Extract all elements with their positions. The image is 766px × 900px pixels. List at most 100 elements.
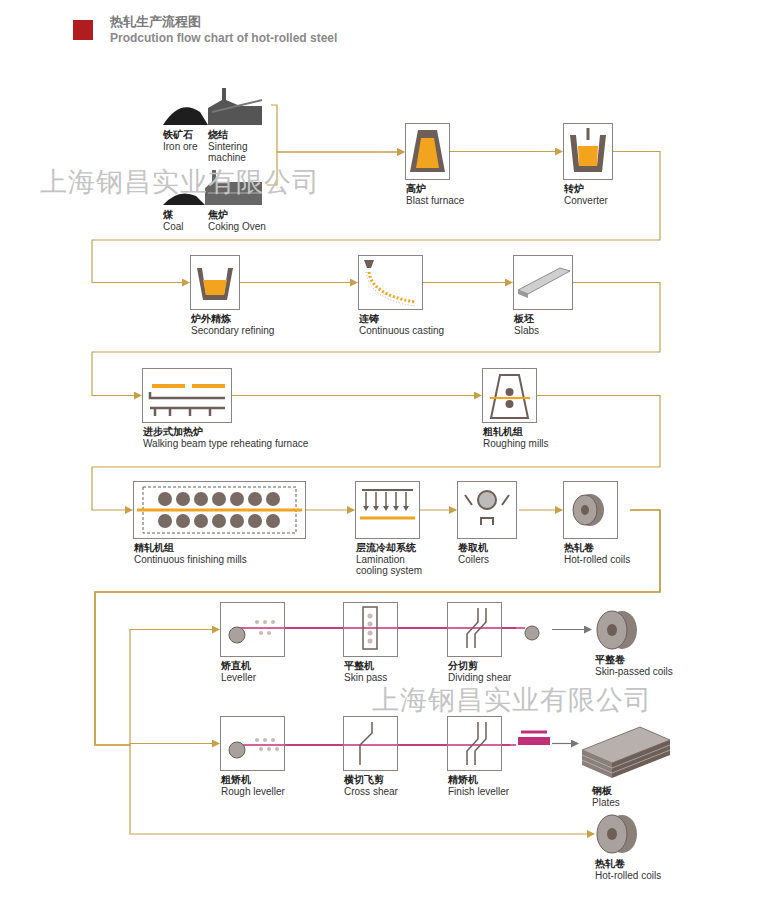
process-figure: 热轧卷Hot-rolled coils <box>595 814 639 854</box>
connector <box>271 105 404 152</box>
process-box: 进步式加热炉Walking beam type reheating furnac… <box>142 368 232 423</box>
process-figure: 平整卷Skin-passed coils <box>595 610 639 650</box>
connector-line <box>398 627 447 629</box>
coil <box>573 494 604 526</box>
name-zh: 平整卷 <box>595 654 673 666</box>
name-zh: 卷取机 <box>458 542 489 554</box>
connector-line <box>423 282 512 283</box>
process-box: 精轧机组Continuous finishing mills <box>133 481 306 539</box>
connector <box>285 745 343 746</box>
process-box: 粗矫机Rough leveller <box>220 716 285 771</box>
caption: 横切飞剪Cross shear <box>344 774 398 797</box>
name-en: Plates <box>592 797 620 808</box>
name-zh: 层流冷却系统 <box>356 542 431 554</box>
name-zh: 烧结 <box>208 129 268 141</box>
name-en: Finish leveller <box>448 786 509 797</box>
process-box: 精矫机Finish leveller <box>447 716 502 771</box>
connector-line <box>285 627 343 629</box>
caption: 烧结Sintering machine <box>208 129 268 163</box>
process-box: 热轧卷Hot-rolled coils <box>563 481 618 539</box>
caption: 焦炉Coking Oven <box>208 209 266 232</box>
connector <box>519 510 562 511</box>
name-en: Blast furnace <box>406 195 464 206</box>
name-en: Coilers <box>458 554 489 565</box>
caption: 平整卷Skin-passed coils <box>595 654 673 677</box>
process-figure: 铁矿石Iron ore <box>163 85 208 125</box>
process-figure: 钢板Plates <box>582 726 672 781</box>
process-box: 炉外精炼Secondary refining <box>190 255 240 310</box>
caption: 煤Coal <box>163 209 184 232</box>
name-en: Leveller <box>221 672 256 683</box>
cooling <box>360 490 415 518</box>
caption: 钢板Plates <box>592 785 620 808</box>
slab <box>518 268 570 298</box>
process-box: 高炉Blast furnace <box>405 123 450 180</box>
caster <box>364 260 415 306</box>
hot-rolled-coil <box>597 815 637 853</box>
name-zh: 矫直机 <box>221 660 256 672</box>
name-en: Cross shear <box>344 786 398 797</box>
caption: 连铸Continuous casting <box>359 313 444 336</box>
name-zh: 平整机 <box>344 660 387 672</box>
name-zh: 煤 <box>163 209 184 221</box>
caption: 转炉Converter <box>564 183 608 206</box>
name-en: Coking Oven <box>208 221 266 232</box>
connector-line <box>92 283 660 396</box>
connector <box>306 510 354 511</box>
process-box: 卷取机Coilers <box>457 481 517 539</box>
connector-line <box>450 151 562 152</box>
name-en: Iron ore <box>163 141 197 152</box>
watermark: 上海钢昌实业有限公司 <box>40 164 320 200</box>
caption: 热轧卷Hot-rolled coils <box>564 542 630 565</box>
name-zh: 热轧卷 <box>564 542 630 554</box>
title-mark <box>73 20 93 40</box>
process-box: 层流冷却系统Lamination cooling system <box>355 481 420 539</box>
caption: 精轧机组Continuous finishing mills <box>134 542 247 565</box>
name-zh: 粗轧机组 <box>483 426 549 438</box>
connector-line <box>285 744 343 746</box>
name-zh: 连铸 <box>359 313 444 325</box>
reheating-furnace <box>150 384 225 416</box>
connector <box>92 283 660 396</box>
connector <box>232 395 481 396</box>
ladle <box>197 268 233 300</box>
name-zh: 焦炉 <box>208 209 266 221</box>
connector <box>450 151 562 152</box>
mill-rolls <box>158 492 280 528</box>
name-zh: 钢板 <box>592 785 620 797</box>
name-zh: 精轧机组 <box>134 542 247 554</box>
name-en: Dividing shear <box>448 672 511 683</box>
caption: 热轧卷Hot-rolled coils <box>595 858 661 881</box>
name-en: Roughing mills <box>483 438 549 449</box>
caption: 粗矫机Rough leveller <box>221 774 285 797</box>
plates <box>582 727 670 778</box>
caption: 矫直机Leveller <box>221 660 256 683</box>
connector <box>423 282 512 283</box>
process-box: 分切剪Dividing shear <box>447 602 502 657</box>
connector <box>502 744 578 746</box>
process-box: 转炉Converter <box>563 123 613 180</box>
skin-passed-coil <box>597 611 637 649</box>
name-en: Hot-rolled coils <box>564 554 630 565</box>
process-box: 矫直机Leveller <box>220 602 285 657</box>
name-zh: 板坯 <box>514 313 539 325</box>
coiler <box>465 491 509 525</box>
name-zh: 精矫机 <box>448 774 509 786</box>
connector-line <box>552 743 578 744</box>
connector <box>285 628 343 629</box>
connector <box>240 282 357 283</box>
connector-line <box>502 627 516 629</box>
connector-line <box>271 105 404 152</box>
process-box: 板坯Slabs <box>513 255 573 310</box>
name-en: Secondary refining <box>191 325 274 336</box>
name-en: Slabs <box>514 325 539 336</box>
name-en: Rough leveller <box>221 786 285 797</box>
caption: 分切剪Dividing shear <box>448 660 511 683</box>
connector-line <box>95 510 660 834</box>
finishing-mills <box>137 487 302 533</box>
caption: 板坯Slabs <box>514 313 539 336</box>
connector-line <box>502 744 516 746</box>
name-en: Sintering machine <box>208 141 268 163</box>
